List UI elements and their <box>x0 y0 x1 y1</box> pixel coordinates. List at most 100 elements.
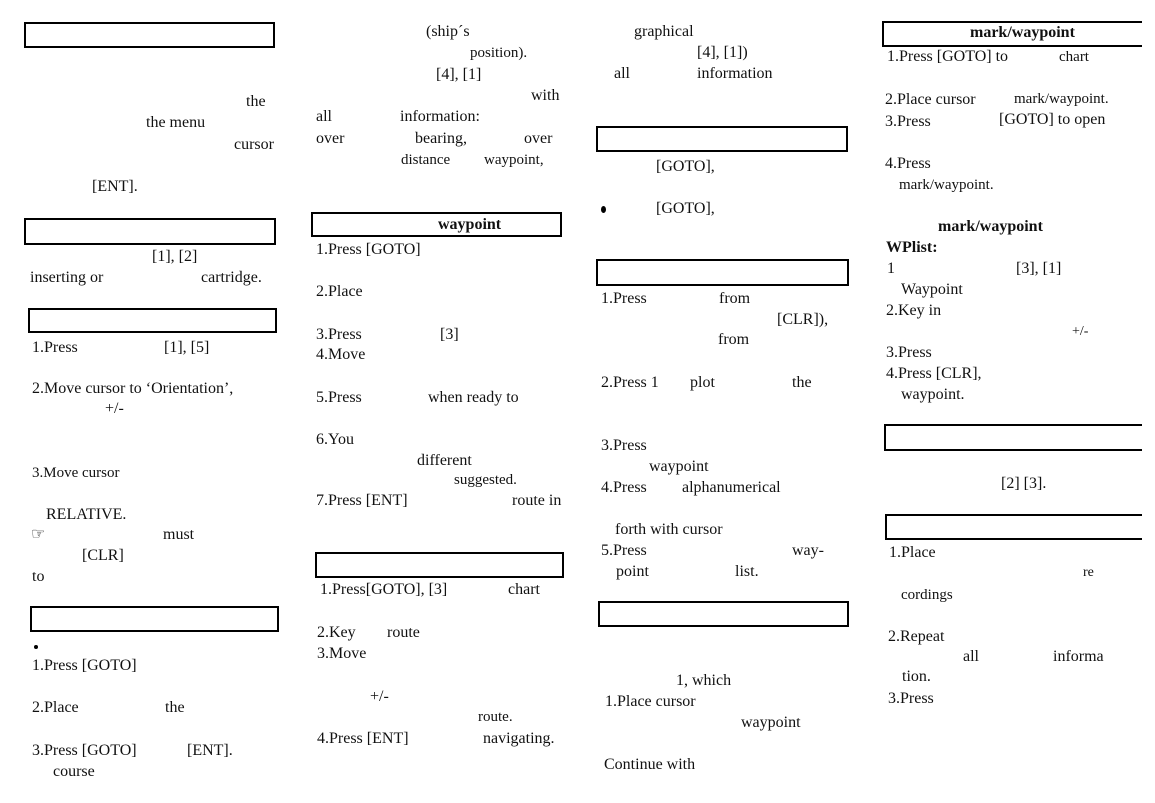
text: route <box>387 624 420 641</box>
text: 3.Move cursor <box>32 465 120 481</box>
text: suggested. <box>454 472 517 488</box>
text: [3], [1] <box>1016 260 1062 277</box>
section-box-10 <box>885 514 1142 540</box>
text: [GOTO], <box>656 200 715 217</box>
section-box-mark-waypoint <box>882 21 1142 47</box>
text: 1, which <box>676 672 732 689</box>
text: waypoint <box>649 458 709 475</box>
section-box-4 <box>30 606 279 632</box>
text: 1.Press[GOTO], [3] <box>320 581 448 598</box>
text: information: <box>400 108 480 125</box>
text: RELATIVE. <box>46 506 127 523</box>
text: 1.Press [GOTO] <box>32 657 137 674</box>
text: waypoint, <box>484 152 544 168</box>
text: course <box>53 763 95 780</box>
section-box-2 <box>24 218 276 245</box>
text: waypoint <box>741 714 801 731</box>
text: mark/waypoint. <box>1014 91 1109 107</box>
text: 2.Place <box>316 283 363 300</box>
text: 6.You <box>316 431 354 448</box>
text: 3.Press [GOTO] <box>32 742 137 759</box>
text: navigating. <box>483 730 555 747</box>
text: mark/waypoint. <box>899 177 994 193</box>
bullet <box>601 206 606 213</box>
text: with <box>531 87 560 104</box>
text: +/- <box>370 688 389 705</box>
text: from <box>719 290 751 307</box>
text: bearing, <box>415 130 467 147</box>
section-heading: mark/waypoint <box>970 24 1075 41</box>
text: position). <box>470 45 528 61</box>
section-box-1 <box>24 22 275 48</box>
text: over <box>524 130 553 147</box>
text: 3.Press <box>601 437 647 454</box>
section-heading: WPlist: <box>886 239 938 256</box>
text: 3.Press <box>885 113 931 130</box>
section-box-7 <box>596 259 849 286</box>
text: waypoint. <box>901 386 965 403</box>
text: must <box>163 526 195 543</box>
text: 1.Press [GOTO] <box>316 241 421 258</box>
text: [4], [1] <box>436 66 482 83</box>
text: [GOTO], <box>656 158 715 175</box>
text: over <box>316 130 345 147</box>
text: alphanumerical <box>682 479 781 496</box>
text: the <box>165 699 185 716</box>
text: 3.Press <box>886 344 932 361</box>
text: 7.Press [ENT] <box>316 492 408 509</box>
text: [CLR] <box>82 547 124 564</box>
text: 2.Move cursor to ‘Orientation’, <box>32 380 234 397</box>
text: 5.Press <box>316 389 362 406</box>
section-heading: mark/waypoint <box>938 218 1043 235</box>
text: [ENT]. <box>187 742 233 759</box>
text: [CLR]), <box>777 311 829 328</box>
text: route. <box>478 709 513 725</box>
text: the <box>792 374 812 391</box>
text: 2.Key in <box>886 302 942 319</box>
text: 4.Press <box>601 479 647 496</box>
text: chart <box>508 581 540 598</box>
text: 2.Place <box>32 699 79 716</box>
text: 1.Place <box>889 544 936 561</box>
text: 3.Press <box>316 326 362 343</box>
text: 1.Place cursor <box>605 693 696 710</box>
section-box-8 <box>598 601 849 627</box>
text: forth with cursor <box>615 521 723 538</box>
text: [2] [3]. <box>1001 475 1047 492</box>
text: distance <box>401 152 451 168</box>
text: cordings <box>901 587 953 603</box>
text: list. <box>735 563 759 580</box>
text: inserting or <box>30 269 104 286</box>
text: 4.Press [CLR], <box>886 365 982 382</box>
text: informa <box>1053 648 1104 665</box>
text: [GOTO] to open <box>999 111 1106 128</box>
text: all <box>614 65 630 82</box>
text: plot <box>690 374 715 391</box>
text: way- <box>792 542 824 559</box>
text: 1.Press [GOTO] to <box>887 48 1009 65</box>
text: information <box>697 65 773 82</box>
text: +/- <box>1072 324 1089 339</box>
text: [1], [2] <box>152 248 198 265</box>
text: 4.Move <box>316 346 366 363</box>
text: all <box>316 108 332 125</box>
text: 3.Press <box>888 690 934 707</box>
text: 4.Press <box>885 155 931 172</box>
text: 2.Press 1 <box>601 374 659 391</box>
text: all <box>963 648 979 665</box>
text: 4.Press [ENT] <box>317 730 409 747</box>
text: 1.Press <box>32 339 78 356</box>
text: the <box>246 93 266 110</box>
text: when ready to <box>428 389 519 406</box>
bullet <box>34 645 38 649</box>
text: [3] <box>440 326 459 343</box>
pointing-hand-icon: ☞ <box>31 526 46 543</box>
text: different <box>417 452 472 469</box>
text: 1.Press <box>601 290 647 307</box>
text: graphical <box>634 23 694 40</box>
section-box-waypoint <box>311 212 562 237</box>
text: [1], [5] <box>164 339 210 356</box>
text: 2.Place cursor <box>885 91 976 108</box>
section-box-3 <box>28 308 277 333</box>
